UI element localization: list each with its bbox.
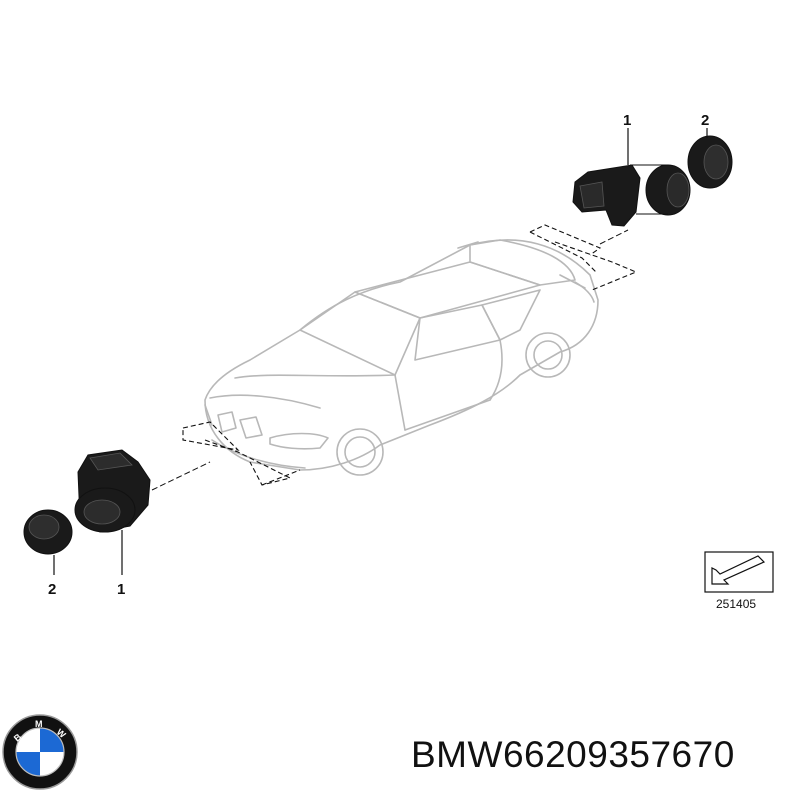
front-sensor-face [83, 499, 121, 525]
logo-blue-quarter-top [40, 728, 64, 752]
car-rear-wheel [525, 332, 571, 378]
front-bracket-outer [182, 421, 240, 451]
car-rear-side-window [481, 289, 541, 341]
front-bracket-tail [261, 469, 301, 486]
car-grille-left [217, 411, 237, 433]
car-door-line-rear [489, 339, 503, 401]
rear-sensor-housing [572, 164, 641, 227]
car-spoiler [457, 241, 479, 249]
footer-part-label: BMW66209357670 [411, 734, 735, 776]
reference-number: 251405 [716, 597, 756, 611]
car-rear-window [469, 239, 576, 286]
rear-sensor-body-edge [630, 164, 668, 215]
car-grille-right [239, 416, 263, 439]
rear-bracket-top [529, 224, 602, 256]
rear-sensor-brackets [529, 224, 638, 291]
callout-front-sensor: 1 [117, 581, 125, 598]
logo-letter-m: M [35, 719, 43, 729]
car-outline [204, 239, 599, 476]
car-sill-line [404, 399, 491, 431]
front-leader-line [151, 461, 211, 491]
logo-blue-quarter-bottom [16, 752, 40, 776]
car-front-wheel [336, 428, 384, 476]
rear-parking-sensor [572, 164, 691, 227]
callout-rear-ring: 2 [701, 112, 709, 129]
logo-letter-b: B [12, 731, 24, 743]
rear-bracket-right [554, 241, 638, 291]
car-hood-edge [209, 394, 321, 409]
car-door-line-front [394, 374, 406, 431]
car-headlight-left [204, 404, 213, 426]
rear-leader-line [599, 229, 629, 245]
logo-ring-edge [2, 714, 78, 790]
car-hood-line [234, 374, 396, 379]
callout-rear-sensor: 1 [623, 112, 631, 129]
car-headlight [269, 432, 329, 450]
rear-sensor-connector [579, 181, 605, 209]
rear-bracket-inner [529, 231, 597, 273]
car-body [204, 239, 599, 471]
front-sensor-connector [89, 452, 133, 471]
car-roof [354, 261, 541, 319]
front-bracket-inner [204, 439, 292, 486]
front-sensor-brackets [182, 421, 301, 486]
front-parking-sensor [74, 449, 151, 533]
front-sensor-ring [23, 509, 73, 555]
rear-sensor-ring [687, 135, 733, 189]
callout-front-ring: 2 [48, 581, 56, 598]
rear-sensor-face [666, 172, 690, 208]
car-trunk-line [559, 274, 586, 289]
reference-symbol: 251405 [704, 551, 774, 611]
front-ring-inner [28, 514, 60, 540]
car-front-wheel-rim [344, 436, 376, 468]
car-side-window [414, 304, 501, 361]
car-windshield [299, 291, 421, 376]
reference-arrow-icon [711, 555, 766, 585]
logo-inner-edge [15, 727, 65, 777]
bmw-logo: B M W [2, 714, 78, 790]
rear-ring-inner [703, 144, 729, 180]
footer-brand: BMW [411, 734, 503, 775]
footer-part-number: 66209357670 [502, 734, 735, 775]
car-rear-wheel-rim [533, 340, 563, 370]
